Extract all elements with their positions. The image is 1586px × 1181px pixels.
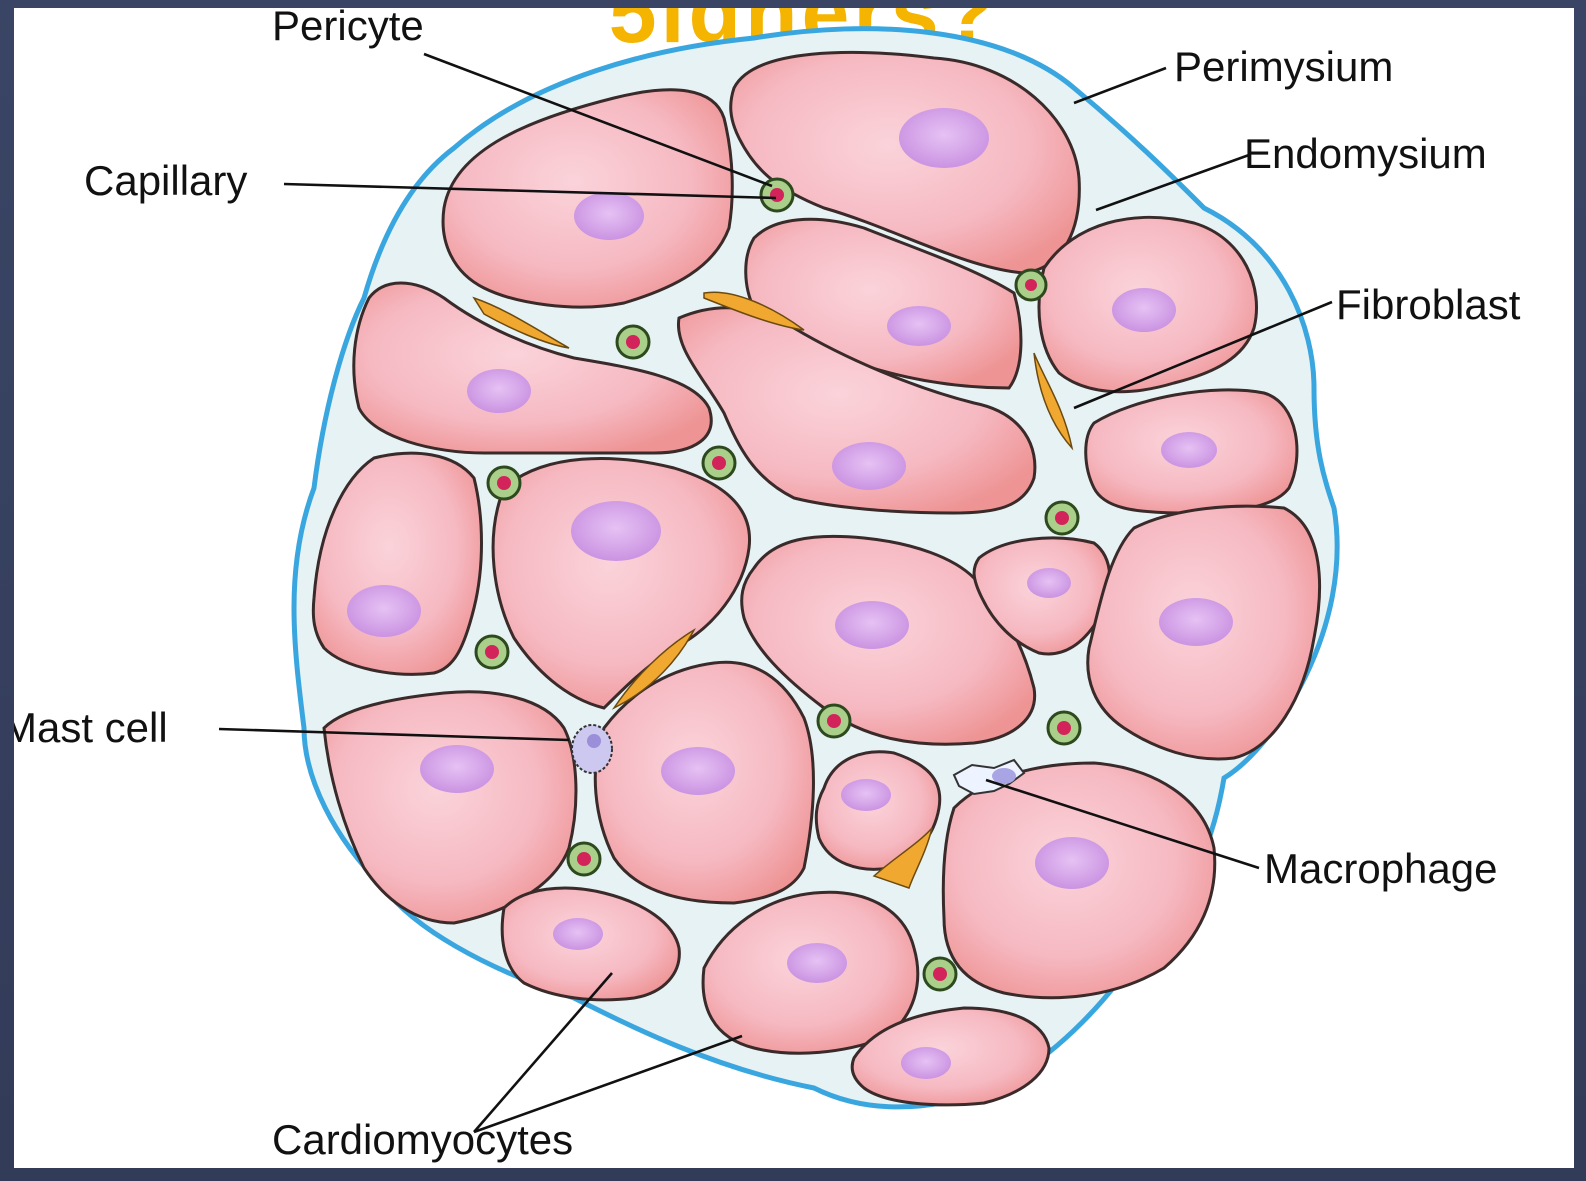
- capillary: [924, 958, 956, 990]
- macrophage-label: Macrophage: [1264, 845, 1497, 892]
- capillary-label: Capillary: [84, 157, 247, 204]
- nucleus: [901, 1047, 951, 1079]
- nucleus: [1159, 598, 1233, 646]
- capillary: [1046, 502, 1078, 534]
- capillary: [703, 447, 735, 479]
- nucleus: [899, 108, 989, 168]
- nucleus: [1161, 432, 1217, 468]
- nucleus: [661, 747, 735, 795]
- cardiomyocyte: [324, 692, 576, 923]
- capillary: [617, 326, 649, 358]
- capillary: [1048, 712, 1080, 744]
- nucleus: [832, 442, 906, 490]
- perimysium-label: Perimysium: [1174, 43, 1393, 90]
- nucleus: [787, 943, 847, 983]
- pericyte-label: Pericyte: [272, 8, 424, 49]
- nucleus: [1035, 837, 1109, 889]
- nucleus: [420, 745, 494, 793]
- nucleus: [1112, 288, 1176, 332]
- mast-cell-label: Mast cell: [14, 704, 168, 751]
- capillary: [488, 467, 520, 499]
- capillary: [568, 843, 600, 875]
- nucleus: [887, 306, 951, 346]
- capillary: [476, 636, 508, 668]
- fibroblast-label: Fibroblast: [1336, 281, 1521, 328]
- cardiomyocytes-label: Cardiomyocytes: [272, 1116, 573, 1163]
- nucleus: [574, 192, 644, 240]
- endomysium-label: Endomysium: [1244, 130, 1487, 177]
- mast-cell: [572, 725, 612, 773]
- capillary: [1016, 270, 1046, 300]
- cardiac-tissue-diagram: Pericyte Capillary Perimysium Endomysium…: [14, 8, 1574, 1168]
- capillary: [818, 705, 850, 737]
- nucleus: [347, 585, 421, 637]
- nucleus: [553, 918, 603, 950]
- nucleus: [571, 501, 661, 561]
- perimysium-leader: [1074, 68, 1166, 103]
- nucleus: [467, 369, 531, 413]
- nucleus: [835, 601, 909, 649]
- nucleus: [1027, 568, 1071, 598]
- diagram-canvas: 5igners?: [14, 8, 1574, 1168]
- nucleus: [841, 779, 891, 811]
